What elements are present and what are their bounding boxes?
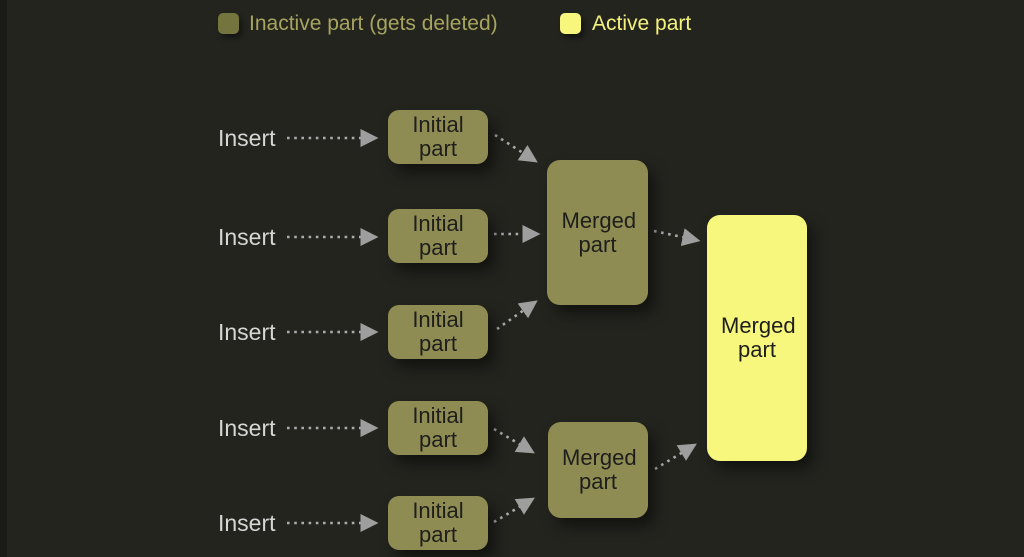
merged-part-node-final-active: Merged part (707, 215, 807, 461)
initial-part-node-4: Initial part (388, 401, 488, 455)
arrow-initial4-merged2 (493, 427, 535, 454)
initial-part-node-2: Initial part (388, 209, 488, 263)
insert-label-4: Insert (218, 415, 276, 441)
arrow-merged1-final (653, 228, 701, 247)
merged-part-label: Merged part (562, 445, 637, 494)
arrow-initial3-merged1 (496, 300, 538, 331)
insert-label-3: Insert (218, 319, 276, 345)
merged-part-node-2: Merged part (548, 422, 648, 518)
initial-part-node-1: Initial part (388, 110, 488, 164)
left-edge-shadow (0, 0, 7, 557)
initial-part-label: Initial part (412, 112, 464, 161)
arrow-initial5-merged2 (493, 497, 535, 524)
merged-part-label: Merged part (561, 207, 637, 257)
initial-part-label: Initial part (412, 307, 464, 356)
insert-label-2: Insert (218, 224, 276, 250)
initial-part-label: Initial part (412, 403, 464, 452)
arrow-merged2-final (654, 443, 697, 471)
inactive-part-swatch (218, 13, 239, 34)
insert-label-5: Insert (218, 510, 276, 536)
merged-part-node-1: Merged part (547, 160, 648, 305)
initial-part-label: Initial part (412, 498, 464, 547)
initial-part-node-3: Initial part (388, 305, 488, 359)
active-part-swatch (560, 13, 581, 34)
arrow-initial1-merged1 (494, 133, 538, 163)
active-part-legend-label: Active part (592, 12, 692, 35)
inactive-part-legend-label: Inactive part (gets deleted) (249, 12, 498, 35)
insert-label-1: Insert (218, 125, 276, 151)
initial-part-node-5: Initial part (388, 496, 488, 550)
initial-part-label: Initial part (412, 211, 464, 260)
merged-part-label: Merged part (721, 313, 796, 362)
